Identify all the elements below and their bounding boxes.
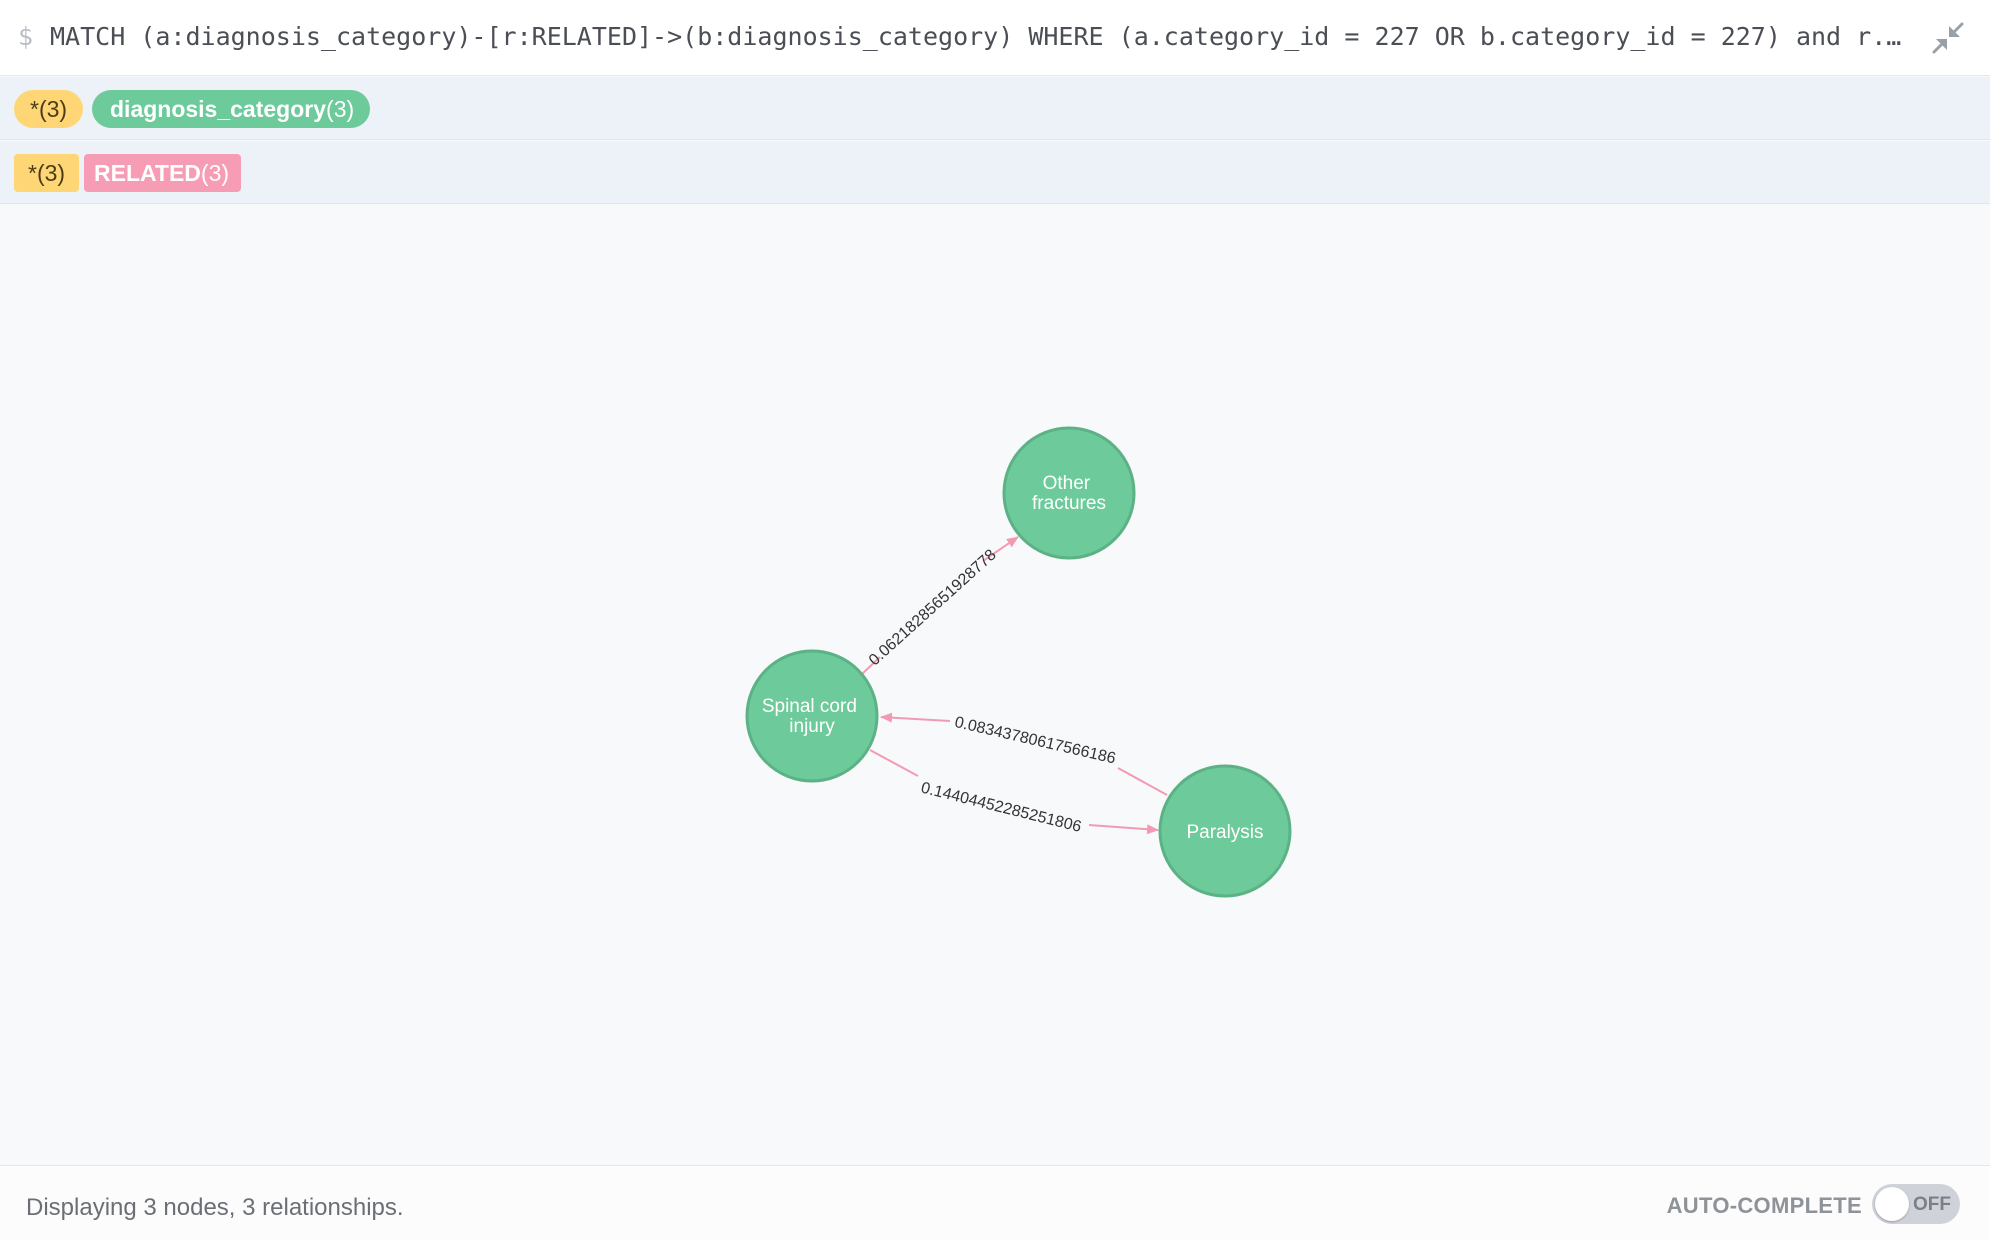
- pill-name: RELATED: [94, 160, 201, 186]
- graph-summary: Displaying 3 nodes, 3 relationships.: [26, 1194, 404, 1221]
- toggle-knob: [1875, 1187, 1909, 1221]
- relationship-spinal-to-paralysis[interactable]: 0.14404452285251806: [869, 749, 1159, 836]
- relationship-types-legend: *(3) RELATED(3): [0, 141, 1990, 204]
- autocomplete-label: AUTO-COMPLETE: [1666, 1193, 1862, 1218]
- node-labels-legend: *(3) diagnosis_category(3): [0, 77, 1990, 140]
- node-label-line: injury: [789, 716, 835, 737]
- pill-count: (3): [200, 160, 230, 186]
- node-label-pill[interactable]: diagnosis_category(3): [92, 90, 371, 128]
- relationship-weight-label: 0.06218285651928778: [866, 546, 1000, 669]
- pill-name: *: [30, 96, 39, 122]
- pill-name: *: [28, 160, 37, 186]
- node-other-fractures[interactable]: Other fractures: [1002, 426, 1136, 560]
- pill-count: (3): [326, 96, 355, 122]
- query-bar: $ MATCH (a:diagnosis_category)-[r:RELATE…: [0, 0, 1990, 76]
- node-label-line: fractures: [1032, 493, 1106, 514]
- status-bar: Displaying 3 nodes, 3 relationships. AUT…: [0, 1165, 1990, 1240]
- graph-canvas[interactable]: 0.06218285651928778 0.08343780617566186 …: [0, 205, 1990, 1165]
- autocomplete-toggle[interactable]: OFF: [1872, 1184, 1960, 1224]
- prompt-symbol: $: [18, 22, 34, 51]
- pill-count: (3): [38, 96, 68, 122]
- pill-name: diagnosis_category: [110, 96, 327, 122]
- all-nodes-pill[interactable]: *(3): [14, 90, 84, 128]
- node-label-line: Spinal cord: [762, 696, 857, 717]
- all-relationships-pill[interactable]: *(3): [14, 154, 80, 192]
- pill-count: (3): [36, 160, 66, 186]
- relationship-type-pill[interactable]: RELATED(3): [84, 154, 242, 192]
- svg-text:Spinal cord injury: Spinal cord injury: [762, 696, 862, 737]
- relationship-weight-label: 0.14404452285251806: [919, 780, 1083, 836]
- node-label-line: Other: [1043, 473, 1091, 494]
- node-label-line: Paralysis: [1186, 822, 1263, 843]
- svg-text:Other fractures: Other fractures: [1032, 473, 1106, 514]
- toggle-state: OFF: [1913, 1194, 1951, 1215]
- node-spinal-cord-injury[interactable]: Spinal cord injury: [745, 649, 879, 783]
- query-editor[interactable]: MATCH (a:diagnosis_category)-[r:RELATED]…: [50, 22, 1910, 51]
- relationship-weight-label: 0.08343780617566186: [953, 714, 1117, 768]
- collapse-icon[interactable]: [1930, 20, 1966, 56]
- relationship-spinal-to-fractures[interactable]: 0.06218285651928778: [861, 536, 1019, 675]
- node-paralysis[interactable]: Paralysis: [1158, 764, 1292, 898]
